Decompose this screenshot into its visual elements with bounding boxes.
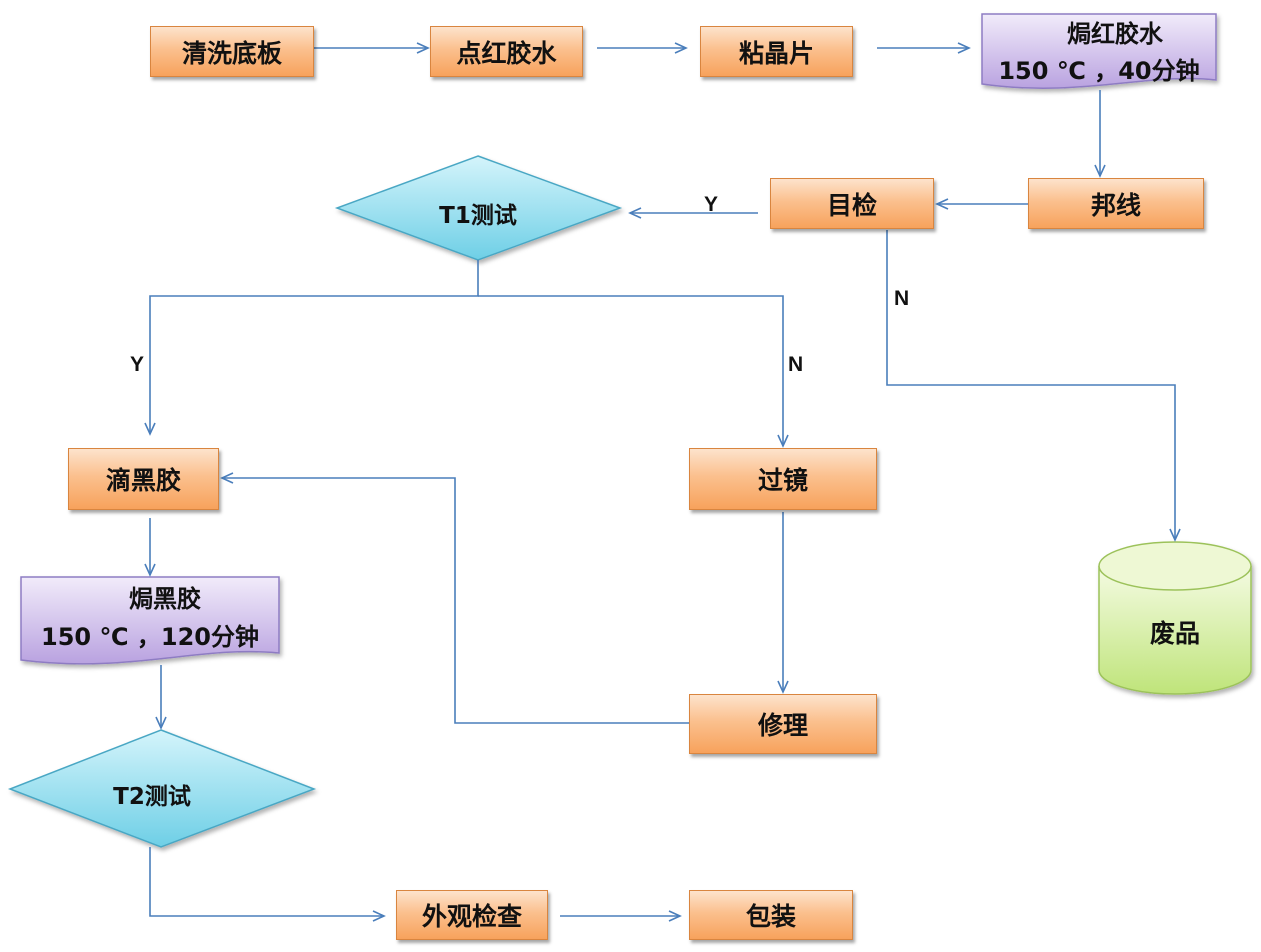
t1-yes-label: Y — [130, 353, 145, 376]
microscope-step: 过镜 — [689, 448, 877, 510]
bake-black-glue-document-shape — [20, 576, 280, 665]
bake-black-glue-detail: 150 ℃ ，120分钟 — [41, 623, 259, 651]
scrap-cylinder — [1098, 541, 1252, 695]
wire-bond-step: 邦线 — [1028, 178, 1204, 229]
dispense-red-glue-step: 点红胶水 — [430, 26, 583, 77]
t1-no-label: N — [788, 353, 804, 376]
attach-chip-step: 粘晶片 — [700, 26, 853, 77]
inspect-yes-label: Y — [704, 193, 719, 216]
appearance-check-step: 外观检查 — [396, 890, 548, 940]
connector-inspect-to-scrap — [886, 230, 1181, 542]
repair-step: 修理 — [689, 694, 877, 754]
t2-test-diamond — [7, 729, 317, 848]
connector-t1-branch — [144, 260, 479, 436]
t1-test-label: T1测试 — [439, 203, 517, 229]
bake-red-glue-title: 焗红胶水 — [1067, 20, 1163, 48]
t2-test-label: T2测试 — [113, 784, 191, 810]
connector-repair-to-drop — [220, 472, 689, 724]
clean-board-step: 清洗底板 — [150, 26, 314, 77]
packaging-step: 包装 — [689, 890, 853, 940]
bake-red-glue-document-shape — [981, 13, 1217, 89]
visual-inspect-step: 目检 — [770, 178, 934, 229]
connector-t2-to-appearance — [149, 847, 386, 922]
inspect-no-label: N — [894, 287, 910, 310]
drop-black-glue-step: 滴黑胶 — [68, 448, 219, 510]
scrap-label: 废品 — [1149, 619, 1200, 648]
bake-red-glue-detail: 150 ℃ ，40分钟 — [998, 57, 1200, 85]
bake-black-glue-title: 焗黑胶 — [129, 585, 201, 613]
connector-t1-to-microscope — [478, 295, 789, 448]
